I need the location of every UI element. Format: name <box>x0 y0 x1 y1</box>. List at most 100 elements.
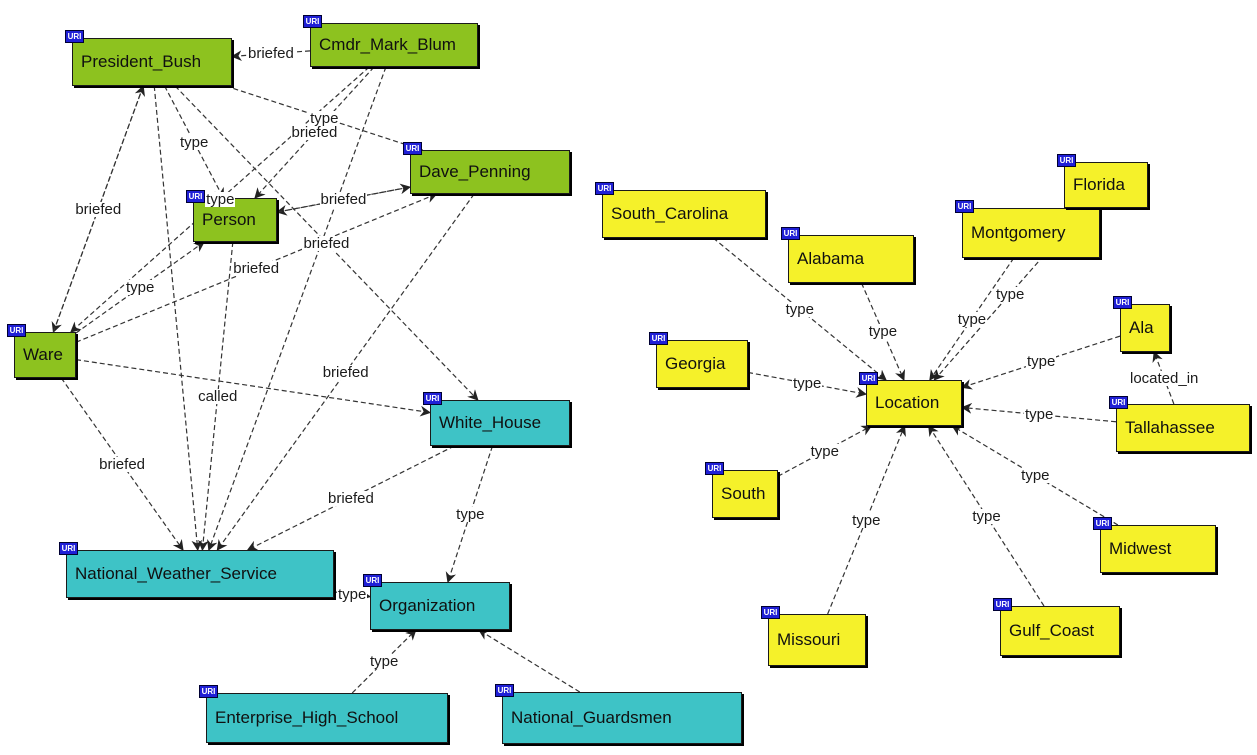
node-label: South <box>721 484 766 503</box>
edge-label: type <box>792 374 823 392</box>
node-label: National_Weather_Service <box>75 564 277 583</box>
node-gulf-coast[interactable]: URI Gulf_Coast <box>993 598 1120 656</box>
edge-label: type <box>784 300 815 318</box>
edge-label: type <box>455 505 486 523</box>
node-location[interactable]: URI Location <box>859 372 962 426</box>
uri-badge: URI <box>649 332 668 345</box>
uri-badge: URI <box>705 462 724 475</box>
node-label: Organization <box>379 596 476 615</box>
node-national-weather-service[interactable]: URI National_Weather_Service <box>59 542 334 598</box>
uri-badge: URI <box>1057 154 1076 167</box>
uri-badge: URI <box>59 542 78 555</box>
edge-label: briefed <box>290 124 339 141</box>
edge-label: type <box>971 507 1002 525</box>
node-cmdr-mark-blum[interactable]: URI Cmdr_Mark_Blum <box>303 15 478 67</box>
node-label: Cmdr_Mark_Blum <box>319 35 456 54</box>
uri-badge: URI <box>595 182 614 195</box>
uri-badge: URI <box>781 227 800 240</box>
uri-badge: URI <box>1093 517 1112 530</box>
node-label: Gulf_Coast <box>1009 621 1095 640</box>
edge-label: briefed <box>302 234 351 252</box>
uri-badge: URI <box>65 30 84 43</box>
node-label: Georgia <box>665 354 726 373</box>
edge-missouri-location <box>827 425 906 615</box>
edge-label: type <box>995 285 1026 303</box>
node-midwest[interactable]: URI Midwest <box>1093 517 1216 573</box>
edge-ware-person <box>75 241 205 334</box>
uri-badge: URI <box>1113 296 1132 309</box>
node-organization[interactable]: URI Organization <box>363 574 510 630</box>
edge-label: type <box>1020 467 1051 484</box>
edge-label: type <box>956 310 988 328</box>
node-south[interactable]: URI South <box>705 462 778 518</box>
edge-label: type <box>205 191 236 208</box>
uri-badge: URI <box>7 324 26 337</box>
uri-badge: URI <box>199 685 218 698</box>
node-georgia[interactable]: URI Georgia <box>649 332 748 388</box>
uri-badge: URI <box>495 684 514 697</box>
edge-label: type <box>179 133 210 151</box>
edge-label: briefed <box>98 455 147 473</box>
node-label: Location <box>875 393 940 412</box>
uri-badge: URI <box>955 200 974 213</box>
edge-label: type <box>309 109 340 127</box>
node-label: Florida <box>1073 175 1125 194</box>
edge-president_bush-nws <box>153 85 203 552</box>
node-white-house[interactable]: URI White_House <box>423 392 570 446</box>
edge-tallahassee-location <box>960 402 1117 423</box>
edge-label: type <box>125 278 156 296</box>
edge-label: type <box>867 323 899 340</box>
edge-ware-white_house <box>75 359 432 417</box>
node-president-bush[interactable]: URI President_Bush <box>65 30 232 86</box>
node-label: Tallahassee <box>1125 418 1215 437</box>
uri-badge: URI <box>993 598 1012 611</box>
node-label: President_Bush <box>81 52 202 71</box>
node-label: Missouri <box>777 630 841 649</box>
edge-south_carolina-location <box>712 237 887 381</box>
node-label: White_House <box>439 413 542 432</box>
node-ware[interactable]: URI Ware <box>7 324 76 378</box>
edge-label: type <box>809 442 840 460</box>
node-florida[interactable]: URI Florida <box>1057 154 1148 208</box>
edge-label: type <box>851 511 882 529</box>
edge-cmdr_mark_blum-president_bush <box>230 50 311 62</box>
edge-label: type <box>1024 406 1055 424</box>
node-montgomery[interactable]: URI Montgomery <box>955 200 1100 258</box>
uri-badge: URI <box>363 574 382 587</box>
edge-label: briefed <box>74 200 123 218</box>
edge-label: briefed <box>319 191 368 209</box>
edge-label: located_in <box>1129 369 1200 387</box>
edge-national_guardsmen-organization <box>478 629 581 693</box>
edge-label: type <box>1026 353 1057 371</box>
edge-cmdr_mark_blum-nws <box>207 66 387 552</box>
edge-label: briefed <box>326 489 375 507</box>
edge-label: briefed <box>232 259 281 277</box>
uri-badge: URI <box>403 142 422 155</box>
node-label: Enterprise_High_School <box>215 708 399 727</box>
node-ala[interactable]: URI Ala <box>1113 296 1170 352</box>
node-tallahassee[interactable]: URI Tallahassee <box>1109 396 1250 452</box>
edge-label: type <box>337 585 368 603</box>
node-missouri[interactable]: URI Missouri <box>761 606 866 666</box>
edge-president_bush-dave_pinning <box>225 85 424 153</box>
node-label: Person <box>202 210 256 229</box>
node-label: Alabama <box>797 249 865 268</box>
node-label: Ala <box>1129 318 1154 337</box>
edge-label: called <box>197 387 239 405</box>
node-dave-pinning[interactable]: URI Dave_Penning <box>403 142 570 194</box>
edge-president_bush-person <box>164 85 224 199</box>
node-label: Midwest <box>1109 539 1172 558</box>
uri-badge: URI <box>303 15 322 28</box>
edge-label: briefed <box>247 45 295 63</box>
uri-badge: URI <box>859 372 878 385</box>
node-alabama[interactable]: URI Alabama <box>781 227 914 283</box>
node-south-carolina[interactable]: URI South_Carolina <box>595 182 766 238</box>
node-enterprise-high-school[interactable]: URI Enterprise_High_School <box>199 685 448 743</box>
node-national-guardsmen[interactable]: URI National_Guardsmen <box>495 684 742 744</box>
node-label: Dave_Penning <box>419 162 531 181</box>
uri-badge: URI <box>423 392 442 405</box>
node-label: Ware <box>23 345 63 364</box>
edge-label: type <box>369 653 400 670</box>
uri-badge: URI <box>186 190 205 203</box>
uri-badge: URI <box>761 606 780 619</box>
